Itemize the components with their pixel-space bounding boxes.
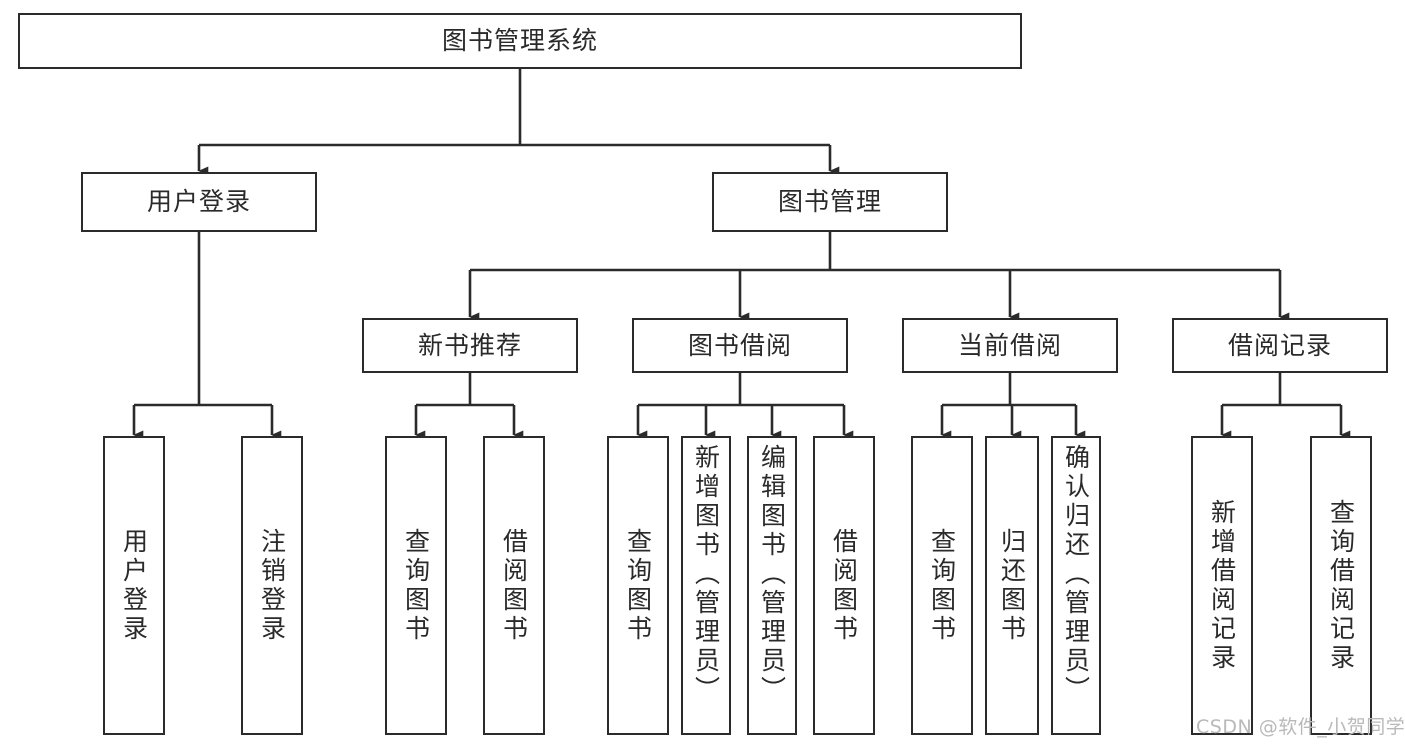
node-label: 借阅记录: [1227, 330, 1332, 360]
node-book-borrow: 图书借阅: [632, 318, 848, 373]
node-leaf-query-book-3: 查询图书: [911, 436, 973, 735]
node-label: 查询图书: [623, 527, 653, 644]
node-leaf-confirm-return-admin: 确认归还（管理员）: [1051, 436, 1101, 735]
node-leaf-add-borrow-record: 新增借阅记录: [1191, 436, 1253, 735]
node-new-book-recommend: 新书推荐: [362, 318, 578, 373]
node-label: 图书管理: [777, 187, 882, 217]
node-label: 查询借阅记录: [1326, 498, 1356, 673]
node-leaf-edit-book-admin: 编辑图书（管理员）: [747, 436, 797, 735]
node-label: 新增借阅记录: [1207, 498, 1237, 673]
node-label: 图书管理系统: [441, 26, 598, 56]
node-label: 用户登录: [119, 527, 149, 644]
node-leaf-borrow-book-2: 借阅图书: [813, 436, 875, 735]
node-leaf-add-book-admin: 新增图书（管理员）: [681, 436, 731, 735]
node-root: 图书管理系统: [18, 13, 1022, 69]
node-label: 注销登录: [257, 527, 287, 644]
node-label: 确认归还（管理员）: [1061, 444, 1091, 705]
node-label: 借阅图书: [499, 527, 529, 644]
node-user-login: 用户登录: [81, 172, 317, 232]
node-label: 新增图书（管理员）: [691, 444, 721, 705]
node-label: 编辑图书（管理员）: [757, 444, 787, 705]
node-label: 归还图书: [997, 527, 1027, 644]
node-leaf-user-login: 用户登录: [103, 436, 165, 735]
node-label: 查询图书: [401, 527, 431, 644]
csdn-watermark: CSDN @软件_小贺同学: [1196, 716, 1405, 738]
node-current-borrow: 当前借阅: [902, 318, 1118, 373]
node-label: 用户登录: [146, 187, 251, 217]
node-leaf-query-book-1: 查询图书: [385, 436, 447, 735]
node-label: 图书借阅: [687, 330, 792, 360]
node-borrow-record: 借阅记录: [1172, 318, 1388, 373]
node-label: 新书推荐: [417, 330, 522, 360]
node-leaf-return-book: 归还图书: [985, 436, 1039, 735]
node-book-manage: 图书管理: [712, 172, 948, 232]
node-leaf-borrow-book-1: 借阅图书: [483, 436, 545, 735]
node-label: 借阅图书: [829, 527, 859, 644]
node-label: 查询图书: [927, 527, 957, 644]
node-leaf-query-book-2: 查询图书: [607, 436, 669, 735]
node-label: 当前借阅: [957, 330, 1062, 360]
node-leaf-logout-login: 注销登录: [241, 436, 303, 735]
node-leaf-query-borrow-record: 查询借阅记录: [1310, 436, 1372, 735]
